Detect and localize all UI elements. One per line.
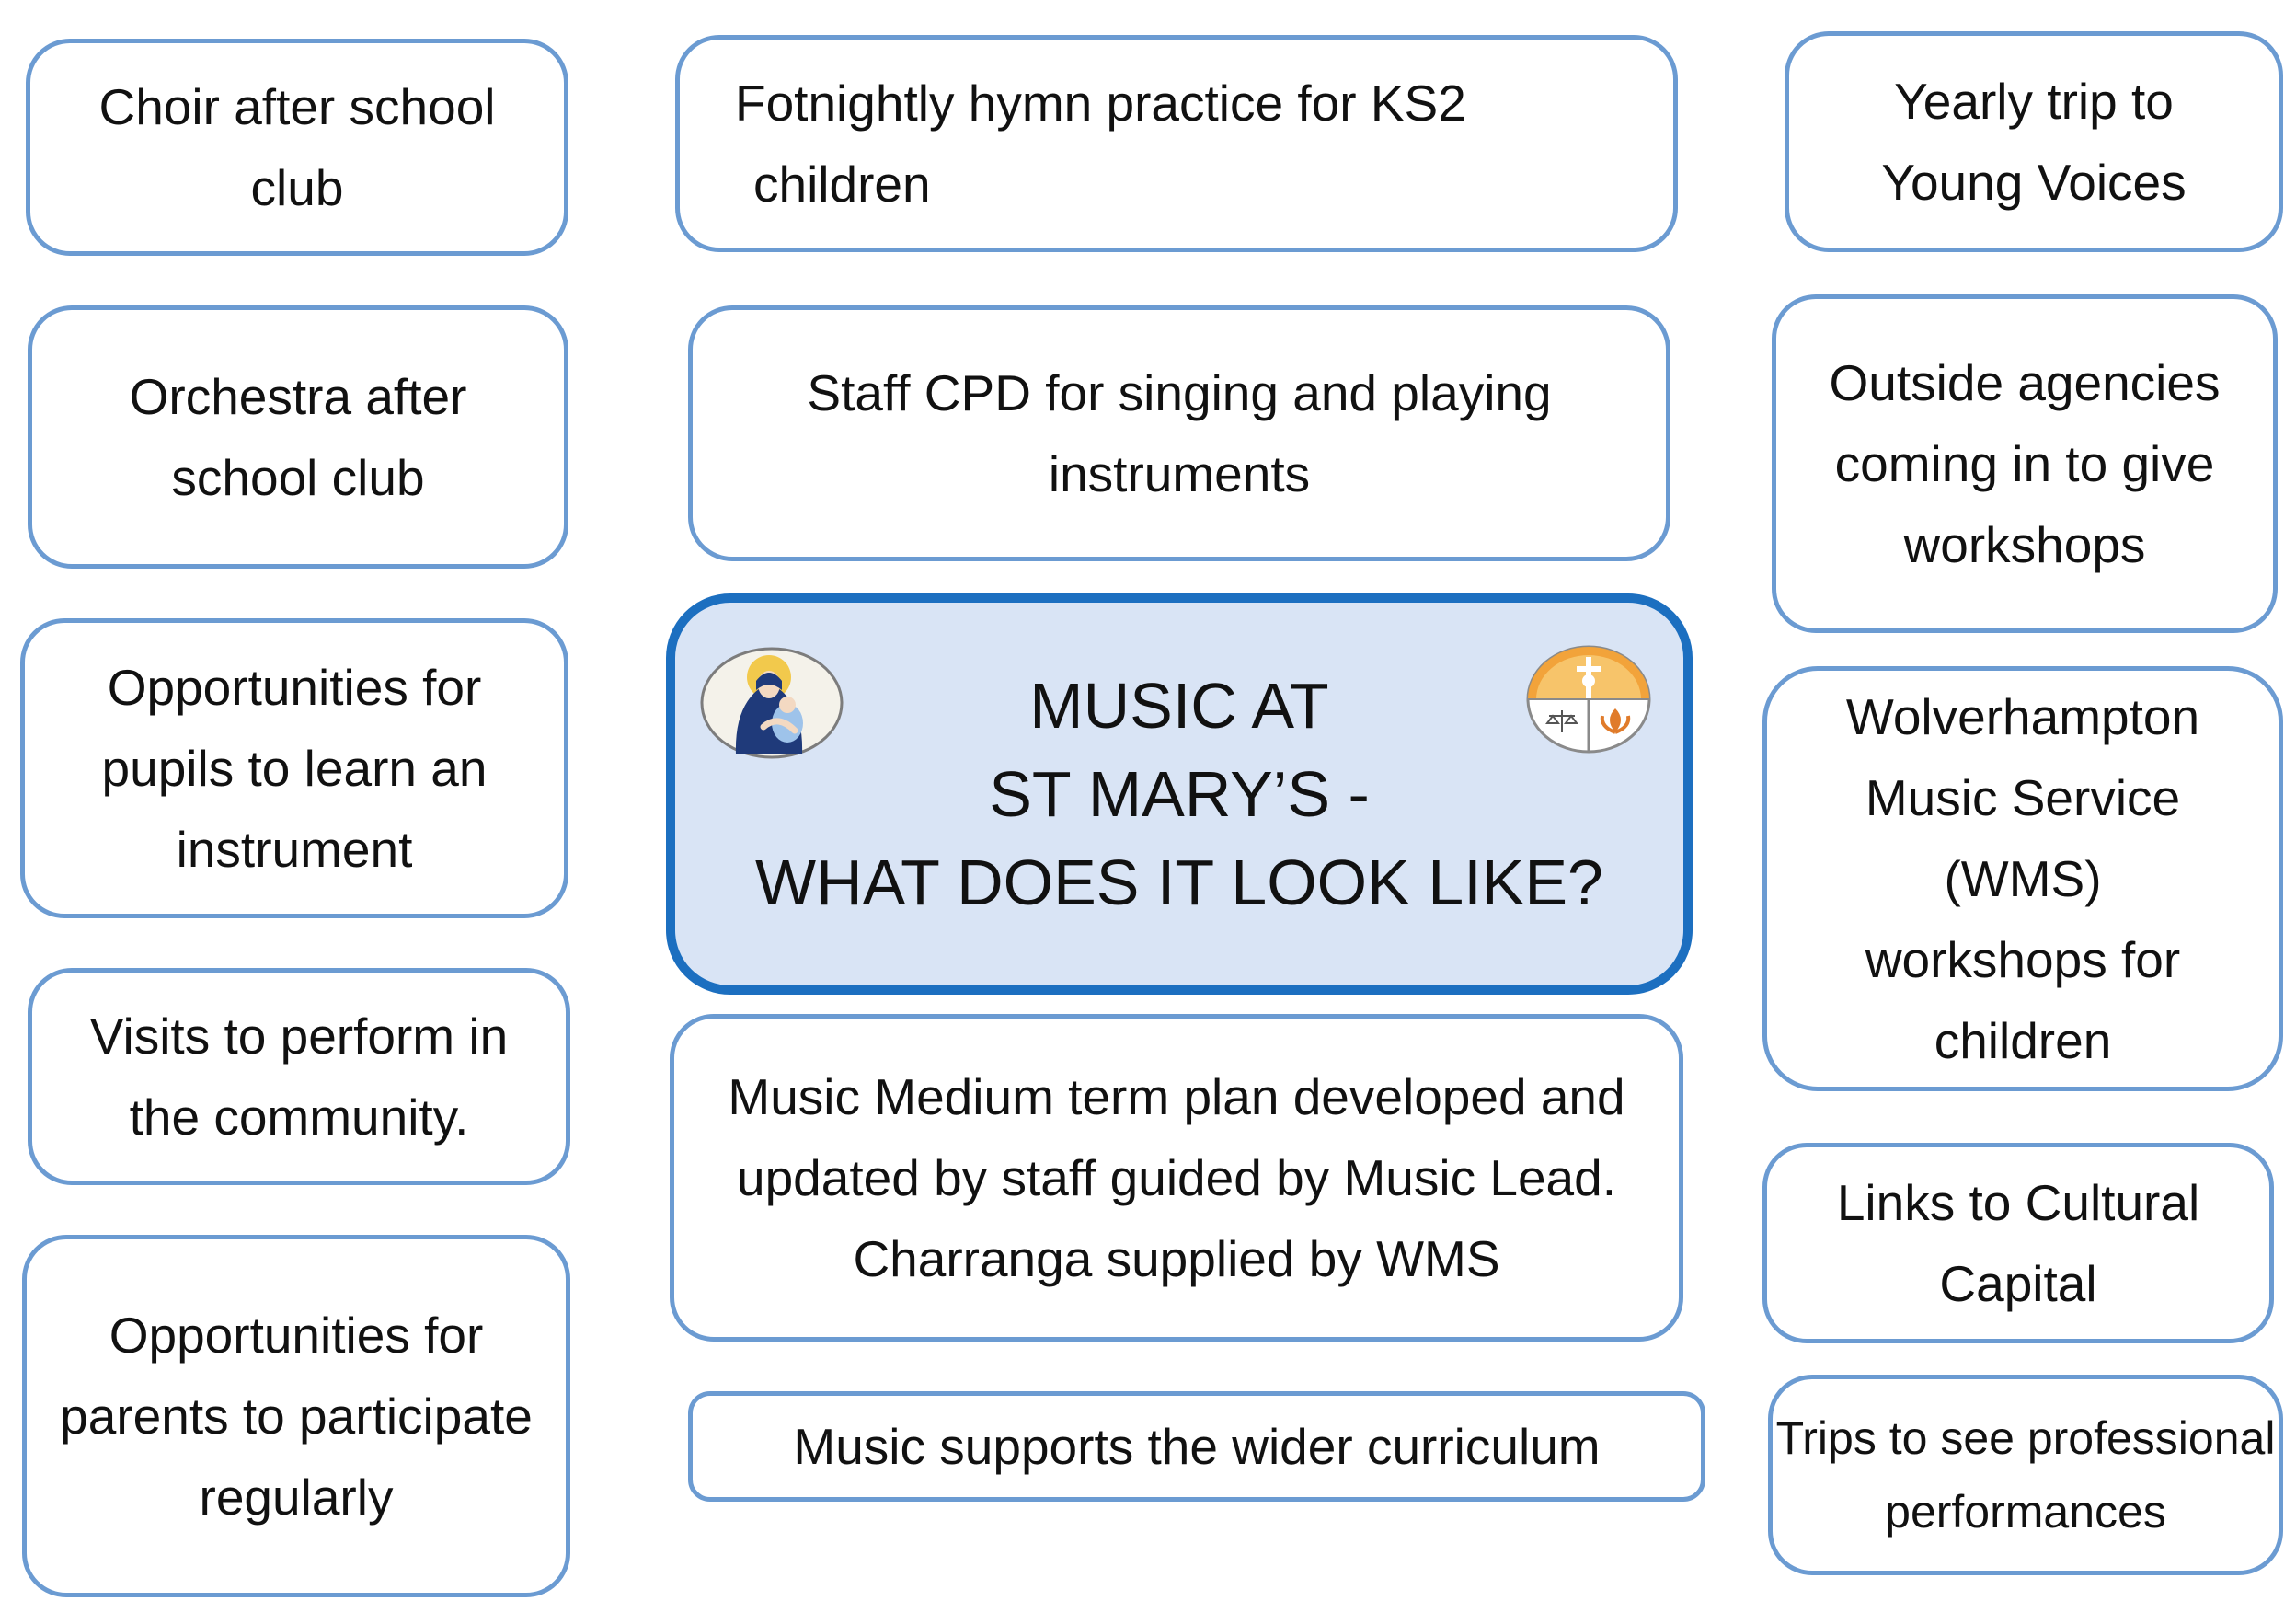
box-text-line: club xyxy=(250,159,344,216)
main-title-line: ST MARY’S - xyxy=(989,758,1370,830)
box-text-line: regularly xyxy=(199,1469,394,1526)
box-text-line: Capital xyxy=(1939,1255,2097,1312)
box-text-line: updated by staff guided by Music Lead. xyxy=(736,1149,1617,1206)
medium-term-plan-box: Music Medium term plan developed and upd… xyxy=(670,1014,1683,1342)
staff-cpd-box: Staff CPD for singing and playing instru… xyxy=(688,305,1670,561)
wms-workshops-box: Wolverhampton Music Service (WMS) worksh… xyxy=(1762,666,2283,1091)
box-text-line: instruments xyxy=(1048,445,1311,502)
box-text-line: workshops xyxy=(1903,516,2146,573)
box-text-line: Yearly trip to xyxy=(1894,73,2174,130)
box-text-line: instrument xyxy=(176,821,413,878)
box-text-line: Trips to see professional xyxy=(1775,1412,2276,1464)
box-text-line: parents to participate xyxy=(60,1388,533,1445)
box-text-line: pupils to learn an xyxy=(101,740,488,797)
box-text-line: Orchestra after xyxy=(129,368,467,425)
box-text-line: Opportunities for xyxy=(107,659,482,716)
main-title-line: MUSIC AT xyxy=(1029,670,1329,742)
box-text-line: Young Voices xyxy=(1881,154,2187,211)
parents-participate-box: Opportunities for parents to participate… xyxy=(22,1235,570,1597)
main-title-box: MUSIC AT ST MARY’S - WHAT DOES IT LOOK L… xyxy=(666,593,1693,995)
cultural-capital-box: Links to Cultural Capital xyxy=(1762,1143,2274,1343)
box-text-line: performances xyxy=(1885,1486,2166,1538)
box-text-line: Choir after school xyxy=(98,78,496,135)
box-text-line: school club xyxy=(171,449,425,506)
box-text-line: Music Medium term plan developed and xyxy=(728,1068,1625,1125)
young-voices-trip-box: Yearly trip to Young Voices xyxy=(1785,31,2283,252)
box-text-line: Music Service xyxy=(1865,769,2181,826)
learn-instrument-box: Opportunities for pupils to learn an ins… xyxy=(20,618,568,918)
box-text-line: (WMS) xyxy=(1944,850,2102,907)
box-text-line: Links to Cultural xyxy=(1836,1174,2200,1231)
wider-curriculum-box: Music supports the wider curriculum xyxy=(688,1391,1705,1502)
professional-performances-box: Trips to see professional performances xyxy=(1768,1375,2283,1575)
box-text-line: Outside agencies xyxy=(1829,354,2221,411)
box-text-line: the community. xyxy=(129,1088,469,1146)
community-visits-box: Visits to perform in the community. xyxy=(28,968,570,1185)
box-text-line: workshops for xyxy=(1865,931,2181,988)
hymn-practice-box: Fotnightly hymn practice for KS2 childre… xyxy=(675,35,1678,252)
outside-agencies-box: Outside agencies coming in to give works… xyxy=(1772,294,2278,633)
box-text-line: Opportunities for xyxy=(109,1307,484,1364)
school-crest-icon xyxy=(1525,644,1652,754)
main-title-line: WHAT DOES IT LOOK LIKE? xyxy=(755,847,1603,918)
box-text-line: Fotnightly hymn practice for KS2 xyxy=(735,75,1466,132)
box-text-line: Staff CPD for singing and playing xyxy=(807,364,1552,421)
box-text-line: Visits to perform in xyxy=(89,1008,509,1065)
choir-club-box: Choir after school club xyxy=(26,39,568,256)
box-text-line: Wolverhampton xyxy=(1845,688,2200,745)
box-text-line: Music supports the wider curriculum xyxy=(793,1418,1601,1475)
orchestra-club-box: Orchestra after school club xyxy=(28,305,568,569)
madonna-and-child-icon xyxy=(699,646,844,760)
box-text-line: Charranga supplied by WMS xyxy=(853,1230,1500,1287)
box-text-line: children xyxy=(1934,1012,2112,1069)
box-text-line: children xyxy=(753,155,931,213)
box-text-line: coming in to give xyxy=(1834,435,2215,492)
